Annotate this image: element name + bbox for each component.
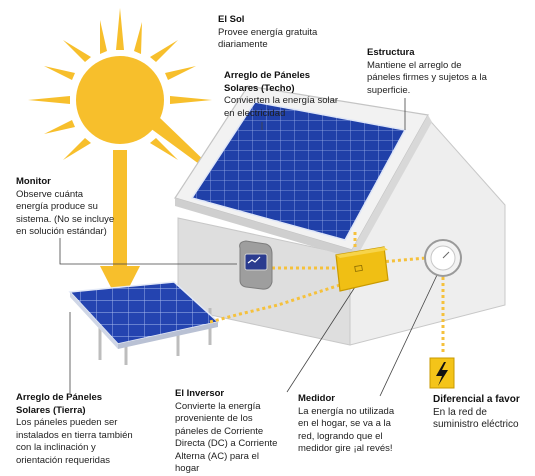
inverter-label-desc: Convierte la energía proveniente de los … [175, 400, 278, 475]
roof-panels-label-desc: Convierten la energía solar en electrici… [224, 95, 339, 119]
grid-label-desc: En la red de suministro eléctrico [433, 406, 519, 431]
structure-label-title: Estructura [367, 47, 415, 58]
monitor-device-icon [239, 240, 273, 290]
sun-label-title: El Sol [218, 14, 245, 25]
lightning-bolt-icon [429, 357, 455, 389]
monitor-label: Monitor Observe cuánta energía produce s… [16, 176, 116, 239]
inverter-box-icon [335, 246, 389, 292]
roof-panels-label-title: Arreglo de Páneles Solares (Techo) [224, 70, 311, 94]
structure-label: Estructura Mantiene el arreglo de pánele… [367, 47, 495, 97]
meter-icon [424, 239, 462, 277]
ground-panels-label-title: Arreglo de Páneles Solares (Tierra) [16, 392, 103, 416]
sun-to-ground-arrow [100, 150, 140, 305]
meter-label-title: Medidor [298, 393, 335, 404]
meter-label: Medidor La energía no utilizada en el ho… [298, 393, 406, 456]
sun-icon [28, 8, 212, 192]
grid-label: Diferencial a favor En la red de suminis… [433, 394, 533, 432]
inverter-label: El Inversor Convierte la energía proveni… [175, 388, 283, 476]
ground-solar-panels [68, 281, 220, 365]
ground-panels-label: Arreglo de Páneles Solares (Tierra) Los … [16, 392, 136, 467]
roof-panels-label: Arreglo de Páneles Solares (Techo) Convi… [224, 70, 342, 120]
grid-label-title: Diferencial a favor [433, 394, 520, 405]
energy-flow-lines [209, 232, 445, 355]
meter-label-desc: La energía no utilizada en el hogar, se … [298, 405, 395, 455]
ground-panels-label-desc: Los páneles pueden ser instalados en tie… [16, 417, 133, 466]
structure-label-desc: Mantiene el arreglo de páneles firmes y … [367, 59, 487, 96]
inverter-label-title: El Inversor [175, 388, 225, 399]
leader-lines [59, 98, 438, 397]
monitor-label-title: Monitor [16, 176, 51, 187]
sun-label-desc: Provee energía gratuita diariamente [218, 26, 318, 51]
sun-label: El Sol Provee energía gratuita diariamen… [218, 14, 328, 52]
monitor-label-desc: Observe cuánta energía produce su sistem… [16, 188, 115, 238]
